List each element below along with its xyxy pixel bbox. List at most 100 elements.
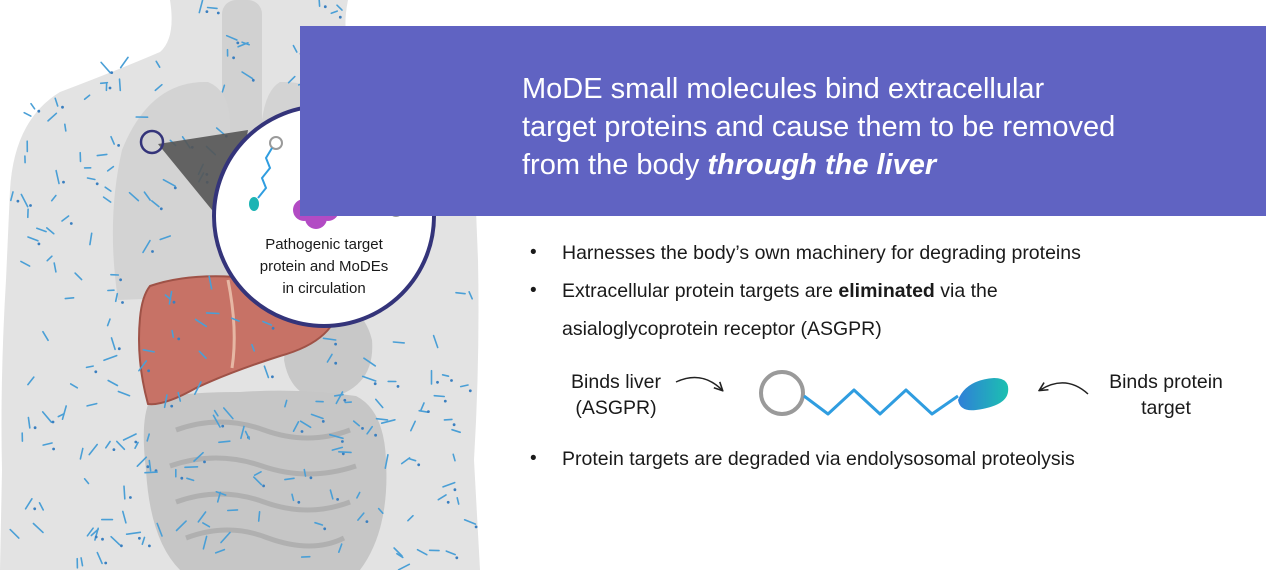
mode-dot [121, 301, 124, 304]
intestines [143, 390, 387, 570]
mode-dash [41, 411, 53, 424]
mode-dash [216, 491, 222, 503]
mode-dot [452, 423, 456, 427]
mode-dash [331, 446, 344, 451]
mode-dot [62, 180, 65, 184]
mode-dot [37, 242, 41, 246]
mode-dot [180, 476, 184, 480]
mode-dash [106, 318, 111, 327]
mode-dash [333, 393, 344, 397]
mode-dot [110, 71, 114, 74]
mode-dash [163, 394, 168, 409]
mode-dot [271, 375, 274, 379]
mode-dash [198, 0, 204, 14]
mode-dot [373, 382, 377, 386]
mode-dot [146, 465, 150, 469]
mode-dash [168, 290, 173, 305]
mode-dot [468, 389, 472, 393]
mode-dot [52, 447, 55, 451]
mode-dash [50, 194, 57, 202]
mode-dash [110, 535, 121, 546]
mode-dot [309, 476, 313, 480]
mode-dash [437, 494, 447, 501]
mode-dash [335, 391, 344, 405]
mode-dot [336, 498, 339, 501]
mode-dot [61, 105, 64, 109]
mode-dot [37, 109, 41, 113]
mode-dash [64, 123, 67, 132]
mode-dot [138, 536, 141, 540]
inset-caption: Pathogenic target protein and MoDEs in c… [230, 234, 418, 300]
mode-dash [380, 418, 396, 425]
mode-dash [326, 353, 333, 363]
mode-dash [151, 200, 160, 208]
mode-dash [463, 518, 477, 525]
mode-dash [88, 443, 98, 456]
mode-dash [213, 409, 219, 417]
mode-dash [193, 451, 204, 462]
mode-dot [148, 544, 151, 548]
mode-dot [159, 207, 163, 211]
mode-dot [95, 182, 99, 186]
mode-dot [147, 369, 151, 373]
mode-dash [433, 394, 446, 398]
mode-dash [20, 193, 29, 208]
mode-dash [363, 357, 377, 367]
mode-dash [118, 78, 122, 92]
mode-dash [442, 481, 456, 488]
mode-dash [408, 458, 417, 462]
mode-dash [198, 350, 207, 360]
mode-dash [230, 317, 240, 322]
mode-dash [27, 416, 31, 429]
mode-dash [284, 477, 295, 481]
mode-dot [262, 484, 265, 488]
mode-dash [177, 391, 182, 402]
mode-dash [86, 402, 98, 407]
mode-dash [105, 440, 111, 449]
mode-dot [16, 199, 20, 203]
mode-dot [221, 424, 225, 428]
mode-dash [318, 0, 321, 7]
mode-dash [455, 291, 466, 295]
mode-dot [216, 11, 220, 15]
mode-dash [416, 548, 428, 556]
arrow-to-asgpr [675, 376, 722, 391]
mode-dot [119, 278, 122, 282]
mode-dash [241, 71, 254, 80]
mode-dash [175, 520, 187, 532]
label-binds-target: Binds protein target [1088, 369, 1244, 421]
mode-dash [83, 94, 91, 101]
bullet-2: Extracellular protein targets are elimin… [530, 272, 1250, 348]
mode-dot [205, 10, 209, 14]
mode-dash [106, 165, 115, 172]
mode-dash [99, 81, 109, 85]
mode-dot [341, 452, 345, 456]
bullet-2-post: via the [934, 280, 998, 302]
mode-dash [134, 441, 139, 450]
mode-dash [61, 215, 70, 222]
mode-dash [141, 536, 146, 546]
mode-dash [257, 510, 261, 522]
mode-dash [409, 420, 417, 432]
mode-dot [134, 440, 138, 444]
mode-dash [337, 450, 352, 454]
mode-dash [54, 97, 59, 107]
mode-dash [357, 512, 365, 521]
mode-dash [206, 6, 218, 10]
intestine-coils [169, 419, 357, 549]
mode-dot [51, 420, 55, 424]
mode-dash [393, 547, 403, 557]
mode-dash [46, 255, 53, 262]
mode-dot [232, 56, 236, 60]
mode-dash [80, 557, 84, 567]
mode-dash [197, 511, 207, 523]
mode-dash [116, 440, 126, 451]
mode-dash [303, 468, 307, 477]
mode-dash [212, 414, 221, 428]
mode-dot [396, 385, 400, 388]
mode-dash [451, 428, 462, 434]
mode-dot [474, 525, 478, 529]
mode-dash [74, 272, 83, 281]
mode-dash [215, 490, 227, 496]
mode-dot [172, 300, 176, 304]
